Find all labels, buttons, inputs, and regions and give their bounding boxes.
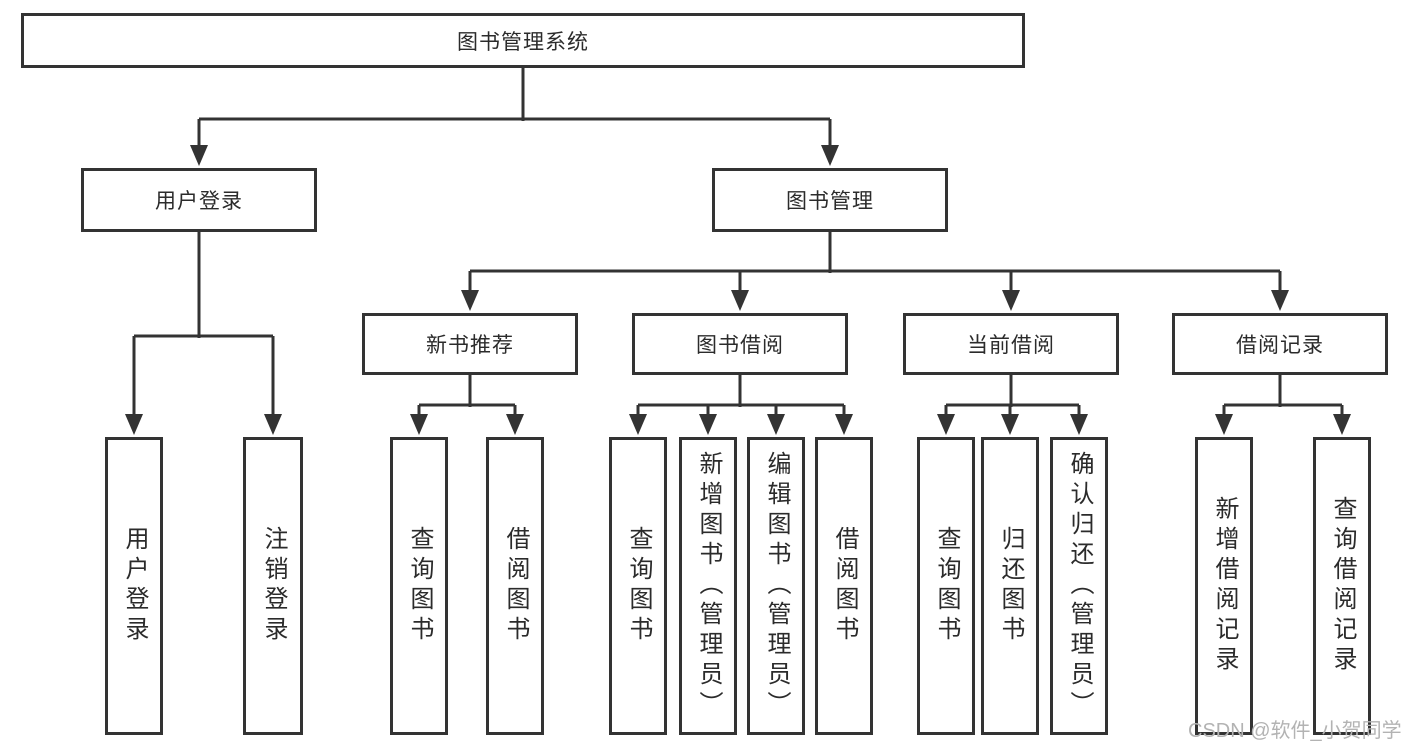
node-root-label: 图书管理系统 [457,30,589,54]
leaf-logout-label: 注销登录 [260,526,287,646]
leaf-borrowing-borrow-books: 借阅图书 [815,437,873,735]
leaf-return-books-label: 归还图书 [997,526,1024,646]
node-new-book-recommend: 新书推荐 [362,313,578,375]
csdn-watermark: CSDN @软件_小贺同学 [1188,720,1402,742]
arrowhead-icons [125,145,1351,435]
leaf-query-borrow-record: 查询借阅记录 [1313,437,1371,735]
leaf-confirm-return-admin: 确认归还（管理员） [1050,437,1108,735]
leaf-recommend-query-books-label: 查询图书 [406,526,433,646]
leaf-add-book-admin-label: 新增图书（管理员） [695,451,722,721]
node-new-book-recommend-label: 新书推荐 [426,334,514,357]
leaf-query-borrow-record-label: 查询借阅记录 [1329,496,1356,676]
leaf-current-query-books-label: 查询图书 [933,526,960,646]
leaf-current-query-books: 查询图书 [917,437,975,735]
leaf-add-borrow-record: 新增借阅记录 [1195,437,1253,735]
leaf-borrowing-query-books: 查询图书 [609,437,667,735]
node-current-borrowing: 当前借阅 [903,313,1119,375]
leaf-recommend-borrow-books: 借阅图书 [486,437,544,735]
leaf-confirm-return-admin-label: 确认归还（管理员） [1066,451,1093,721]
leaf-add-book-admin: 新增图书（管理员） [679,437,737,735]
node-borrowing-records-label: 借阅记录 [1236,334,1324,357]
leaf-user-login-label: 用户登录 [121,526,148,646]
node-user-login: 用户登录 [81,168,317,232]
leaf-borrowing-query-books-label: 查询图书 [625,526,652,646]
node-book-borrowing-label: 图书借阅 [696,334,784,357]
node-user-login-label: 用户登录 [155,190,243,213]
leaf-recommend-query-books: 查询图书 [390,437,448,735]
leaf-edit-book-admin: 编辑图书（管理员） [747,437,805,735]
node-book-borrowing: 图书借阅 [632,313,848,375]
leaf-recommend-borrow-books-label: 借阅图书 [502,526,529,646]
node-book-management: 图书管理 [712,168,948,232]
leaf-logout: 注销登录 [243,437,303,735]
leaf-borrowing-borrow-books-label: 借阅图书 [831,526,858,646]
leaf-return-books: 归还图书 [981,437,1039,735]
node-borrowing-records: 借阅记录 [1172,313,1388,375]
node-root: 图书管理系统 [21,13,1025,68]
leaf-edit-book-admin-label: 编辑图书（管理员） [763,451,790,721]
leaf-user-login: 用户登录 [105,437,163,735]
node-current-borrowing-label: 当前借阅 [967,334,1055,357]
leaf-add-borrow-record-label: 新增借阅记录 [1211,496,1238,676]
node-book-management-label: 图书管理 [786,190,874,213]
